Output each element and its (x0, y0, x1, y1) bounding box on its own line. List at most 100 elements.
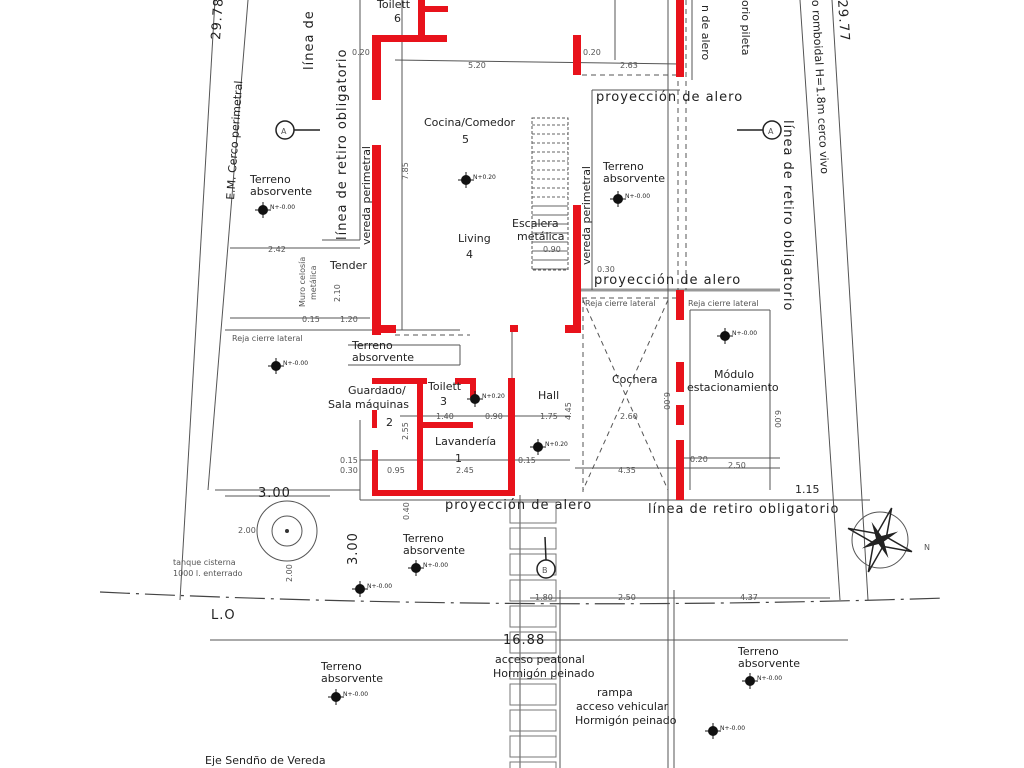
terreno-label: Terreno (249, 173, 291, 186)
reja-label: Reja cierre lateral (585, 299, 656, 308)
level-label: N+0.20 (545, 441, 568, 448)
muro-celosia-label: Muro celosía (298, 257, 307, 307)
section-a-label: A (768, 127, 774, 136)
dim-label: 2.42 (268, 245, 286, 254)
level-label: N+-0.00 (625, 193, 650, 200)
pileta-label: orio pileta (739, 0, 752, 55)
section-a-label: A (281, 127, 287, 136)
proyeccion-alero-label: proyección de alero (445, 498, 592, 513)
level-marker-icon: N+-0.00 (328, 689, 368, 705)
level-marker-icon: N+-0.00 (705, 723, 745, 739)
eje-label: Eje Sendño de Vereda (205, 754, 326, 767)
dim-label: 2.45 (456, 466, 474, 475)
room-sala-maquinas: Sala máquinas (328, 398, 409, 411)
level-label: N+-0.00 (367, 583, 392, 590)
level-label: N+-0.00 (757, 675, 782, 682)
tanque-label: tanque cisterna (173, 558, 236, 567)
acceso-peatonal-label: acceso peatonal (495, 653, 585, 666)
north-label: N (924, 543, 930, 552)
terreno-label: Terreno (602, 160, 644, 173)
dim-label: 29.78 (209, 0, 227, 40)
cerco-vivo-label: o romboidal H=1.8m cerco vivo (809, 0, 831, 175)
terreno-label: Terreno (402, 532, 444, 545)
linea-retiro-label: línea de retiro obligatorio (335, 49, 350, 240)
room-modulo: Módulo (714, 368, 754, 381)
room-toilette: Toilett (427, 380, 462, 393)
hormigon-label: Hormigón peinado (493, 667, 595, 680)
dim-label: 0.20 (690, 455, 708, 464)
level-marker-icon: N+-0.00 (352, 581, 392, 597)
linea-retiro-label: línea de retiro obligatorio (780, 120, 795, 311)
paving-slab (509, 735, 557, 758)
dim-label: 3.00 (346, 532, 361, 565)
level-markers: N+-0.00N+0.20N+-0.00N+-0.00N+-0.00N+0.20… (255, 172, 782, 739)
level-label: N+-0.00 (423, 562, 448, 569)
dim-label: 2.50 (618, 593, 636, 602)
room-tender: Tender (329, 259, 367, 272)
dim-label: 3.00 (258, 486, 291, 501)
level-label: N+-0.00 (283, 360, 308, 367)
walls (372, 0, 684, 500)
level-label: N+-0.00 (270, 204, 295, 211)
paving-slab (509, 501, 557, 524)
linea-de-label: línea de (302, 10, 317, 70)
water-tank (256, 500, 318, 562)
absorvente-label: absorvente (352, 351, 414, 364)
dim-label: 0.15 (518, 456, 536, 465)
paving-slab (509, 657, 557, 680)
paving-slab (509, 579, 557, 602)
level-marker-icon: N+-0.00 (408, 560, 448, 576)
level-marker-icon: N+-0.00 (268, 358, 308, 374)
paving-slab (509, 605, 557, 628)
dim-label: 0.20 (352, 48, 370, 57)
dim-label: 2.60 (620, 412, 638, 421)
paving-slab (509, 553, 557, 576)
dim-label: 4.37 (740, 593, 758, 602)
dim-label: 29.77 (834, 0, 852, 42)
dim-label: 0.40 (402, 502, 411, 520)
paving-steps (509, 501, 557, 768)
level-label: N+-0.00 (720, 725, 745, 732)
room-escalera: Escalera (512, 217, 559, 230)
dim-label: 0.95 (387, 466, 405, 475)
section-marker-a-left: A (275, 120, 320, 140)
tanque-label-2: 1000 l. enterrado (173, 569, 243, 578)
stair-outline (531, 117, 569, 271)
property-lines (99, 0, 946, 641)
room-estacionamiento: estacionamiento (687, 381, 779, 394)
room-number: 4 (466, 248, 473, 261)
dim-label: 0.30 (597, 265, 615, 274)
level-marker-icon: N+-0.00 (255, 202, 295, 218)
paving-slab (509, 709, 557, 732)
room-number: 5 (462, 133, 469, 146)
dim-label: 1.80 (535, 593, 553, 602)
room-number: 2 (386, 416, 393, 429)
dim-label: 2.10 (333, 284, 342, 302)
dim-label: 1.40 (436, 412, 454, 421)
absorvente-label: absorvente (603, 172, 665, 185)
room-cochera: Cochera (612, 373, 657, 386)
room-escalera-2: metálica (517, 230, 564, 243)
dim-label: 4.45 (564, 402, 573, 420)
muro-celosia-label-2: metálica (309, 265, 318, 300)
terreno-label: Terreno (351, 339, 393, 352)
room-number: 1 (455, 452, 462, 465)
alero-label: n de alero (699, 5, 712, 61)
dim-label: 6.00 (662, 392, 671, 410)
level-label: N+0.20 (473, 174, 496, 181)
dim-label: 0.90 (543, 245, 561, 254)
lo-label: L.O (211, 608, 236, 623)
hormigon-label: Hormigón peinado (575, 714, 677, 727)
section-b-label: B (542, 566, 548, 575)
section-marker-a-right: A (737, 120, 782, 140)
absorvente-label: absorvente (250, 185, 312, 198)
paving-slab (509, 683, 557, 706)
level-label: N+0.20 (482, 393, 505, 400)
dim-label: 0.15 (340, 456, 358, 465)
rampa-label: rampa (597, 686, 633, 699)
dim-label: 2.50 (728, 461, 746, 470)
dim-label: 4.35 (618, 466, 636, 475)
terreno-label: Terreno (737, 645, 779, 658)
dim-label: 1.20 (340, 315, 358, 324)
room-cocina-comedor: Cocina/Comedor (424, 116, 516, 129)
